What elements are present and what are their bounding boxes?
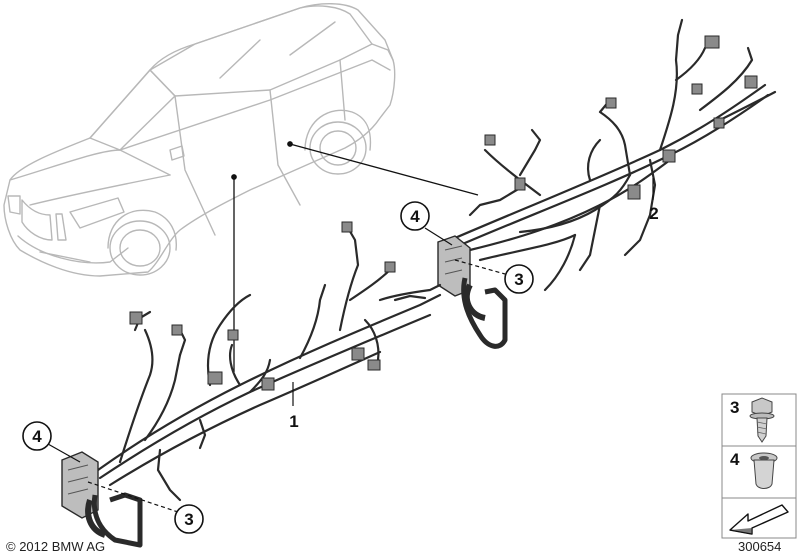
direction-arrow-icon xyxy=(729,504,789,535)
legend-label-bolt: 3 xyxy=(730,398,739,417)
callout-label: 4 xyxy=(32,427,42,446)
callout-label: 3 xyxy=(184,510,193,529)
callout-label: 1 xyxy=(289,412,298,431)
callout-front-harness: 1 xyxy=(289,382,299,431)
callout-front-connector: 4 xyxy=(22,421,81,463)
copyright-text: © 2012 BMW AG xyxy=(6,539,106,554)
car-illustration xyxy=(3,3,396,277)
callout-front-screw: 3 xyxy=(87,481,204,534)
diagram-number: 300654 xyxy=(738,539,782,554)
parts-legend: 3 4 xyxy=(721,393,797,539)
rear-connector-block xyxy=(437,235,508,349)
callout-label: 2 xyxy=(649,204,658,223)
rear-wiring-harness xyxy=(453,18,777,292)
callout-rear-connector: 4 xyxy=(400,201,453,246)
callout-label: 3 xyxy=(514,270,523,289)
callout-rear-harness: 2 xyxy=(649,178,659,223)
front-harness-connectors xyxy=(129,221,396,391)
callout-rear-screw: 3 xyxy=(454,259,534,294)
bolt-icon xyxy=(749,397,775,443)
rivet-nut-icon xyxy=(750,452,778,489)
rear-harness-connectors xyxy=(484,35,758,200)
legend-label-rivet-nut: 4 xyxy=(730,450,740,469)
front-connector-block xyxy=(61,451,143,548)
callout-label: 4 xyxy=(410,207,420,226)
front-wiring-harness xyxy=(96,226,442,502)
